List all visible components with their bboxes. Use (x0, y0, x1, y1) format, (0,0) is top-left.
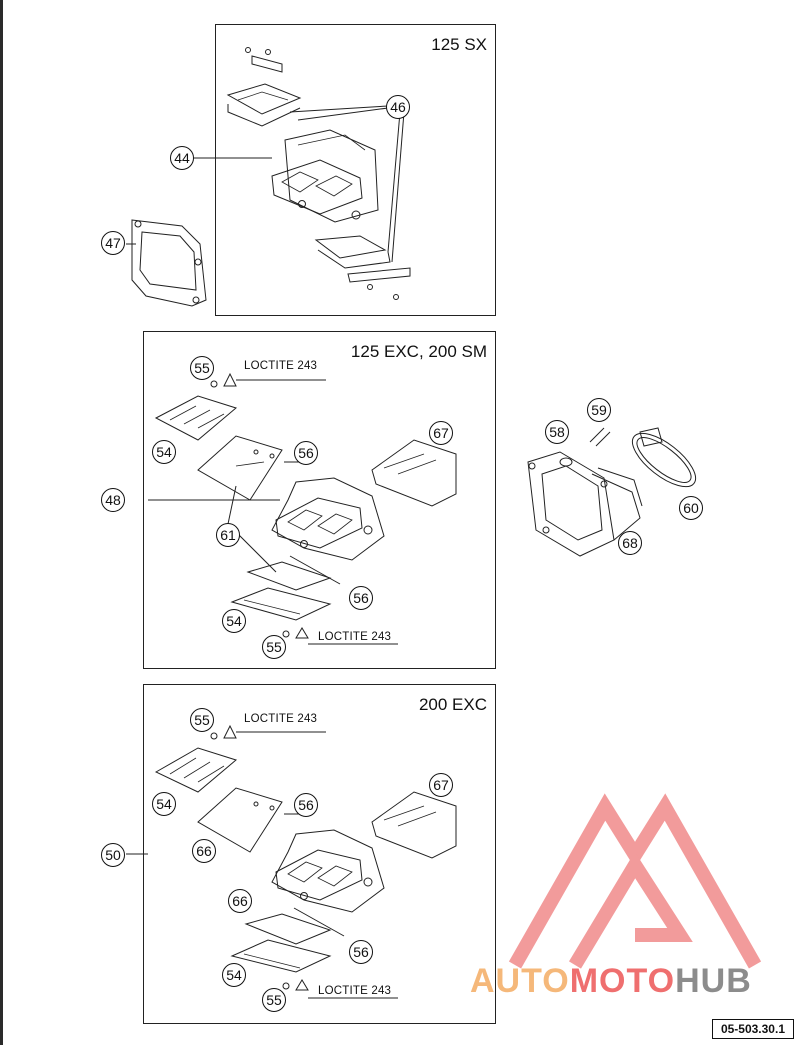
panel-125-sx: 125 SX (215, 24, 496, 316)
wordmark-moto: MOTO (569, 962, 676, 1000)
callout-56-lower: 56 (349, 586, 373, 610)
callout-61: 61 (216, 523, 240, 547)
wordmark-auto: AUTO (470, 962, 570, 1000)
callout-55-upper: 55 (190, 356, 214, 380)
callout-47: 47 (101, 231, 125, 255)
loctite-note: LOCTITE 243 (318, 985, 392, 997)
wordmark-hub: HUB (675, 962, 752, 1000)
loctite-note: LOCTITE 243 (318, 631, 392, 643)
callout-55-bottom-200exc: 55 (262, 988, 286, 1012)
callout-54-top-200exc: 54 (152, 792, 176, 816)
hose-clamp-60 (631, 427, 697, 488)
diagram-reference-code: 05-503.30.1 (711, 1019, 794, 1039)
callout-59: 59 (587, 398, 611, 422)
reed-valve-125-sx (194, 47, 411, 300)
loctite-note: LOCTITE 243 (244, 713, 318, 725)
callout-55-top-200exc: 55 (190, 708, 214, 732)
callout-54-lower: 54 (222, 609, 246, 633)
callout-54-bottom-200exc: 54 (222, 963, 246, 987)
callout-67-200exc: 67 (429, 773, 453, 797)
callout-56-upper: 56 (294, 441, 318, 465)
panel-title-125-exc-200-sm: 125 EXC, 200 SM (350, 342, 487, 361)
panel-title-200-exc: 200 EXC (418, 695, 487, 714)
callout-50: 50 (101, 843, 125, 867)
callout-56-top-200exc: 56 (294, 793, 318, 817)
callout-55-lower: 55 (262, 635, 286, 659)
callout-56-bottom-200exc: 56 (349, 940, 373, 964)
automotohub-wordmark: AUTOMOTOHUB (470, 962, 752, 1001)
panel-title-125-sx: 125 SX (431, 35, 487, 54)
callout-66-lower: 66 (228, 889, 252, 913)
callout-58: 58 (545, 420, 569, 444)
callout-68: 68 (618, 531, 642, 555)
intake-flange-68 (527, 427, 643, 557)
callout-44: 44 (170, 146, 194, 170)
callout-60: 60 (679, 496, 703, 520)
callout-54-upper: 54 (152, 440, 176, 464)
callout-46: 46 (386, 95, 410, 119)
loctite-note: LOCTITE 243 (244, 360, 318, 372)
reed-valve-200-exc (126, 724, 457, 999)
callout-66-upper: 66 (192, 839, 216, 863)
page-left-border (0, 0, 3, 1045)
automotohub-logo (508, 793, 762, 969)
callout-67: 67 (429, 421, 453, 445)
gasket-47 (126, 219, 207, 307)
reed-valve-125-exc (148, 372, 457, 645)
callout-48: 48 (101, 488, 125, 512)
